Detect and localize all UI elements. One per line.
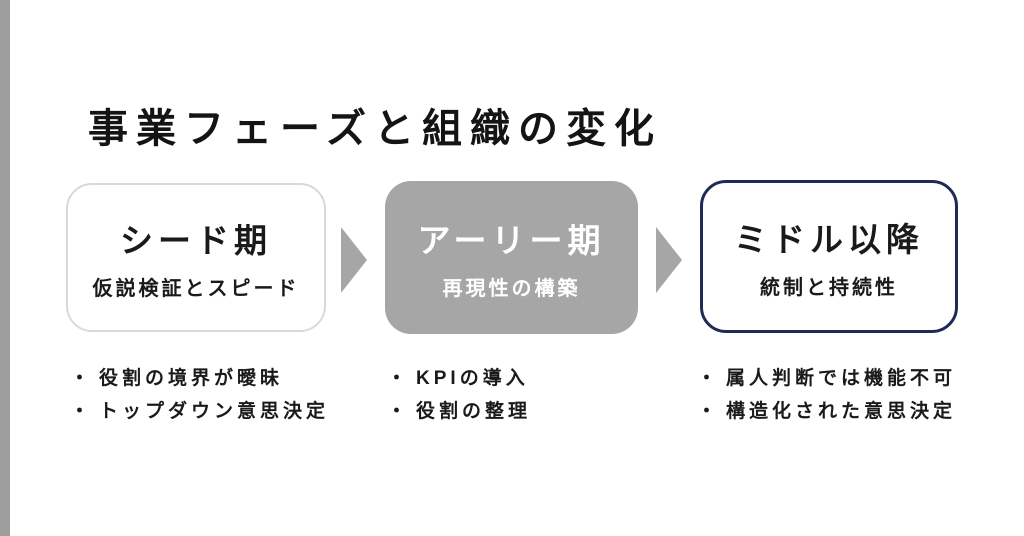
- phase-card-middle: ミドル以降 統制と持続性: [700, 180, 958, 333]
- phase-name: ミドル以降: [734, 221, 924, 258]
- phase-card-early: アーリー期 再現性の構築: [385, 181, 638, 334]
- bullet-marker: ・: [387, 401, 411, 422]
- bullet-list-seed: ・役割の境界が曖昧 ・トップダウン意思決定: [70, 362, 329, 428]
- bullet-marker: ・: [697, 368, 721, 389]
- bullet-list-early: ・KPIの導入 ・役割の整理: [387, 362, 531, 428]
- bullet-marker: ・: [387, 368, 411, 389]
- slide-title: 事業フェーズと組織の変化: [88, 107, 662, 151]
- list-item: ・KPIの導入: [387, 362, 531, 395]
- bullet-text: 構造化された意思決定: [726, 401, 957, 422]
- bullet-list-middle: ・属人判断では機能不可 ・構造化された意思決定: [697, 362, 956, 428]
- bullet-marker: ・: [70, 401, 94, 422]
- phase-card-seed: シード期 仮説検証とスピード: [66, 183, 326, 332]
- phase-name: アーリー期: [417, 222, 606, 259]
- list-item: ・トップダウン意思決定: [70, 395, 329, 428]
- bullet-text: KPIの導入: [416, 368, 529, 389]
- list-item: ・役割の整理: [387, 395, 531, 428]
- bullet-text: 属人判断では機能不可: [726, 368, 957, 389]
- right-arrow-icon: [656, 227, 682, 293]
- phase-subtitle: 再現性の構築: [442, 278, 581, 300]
- left-edge-bar: [0, 0, 10, 536]
- list-item: ・役割の境界が曖昧: [70, 362, 329, 395]
- bullet-text: 役割の境界が曖昧: [99, 368, 284, 389]
- bullet-text: 役割の整理: [416, 401, 532, 422]
- bullet-marker: ・: [697, 401, 721, 422]
- bullet-marker: ・: [70, 368, 94, 389]
- bullet-text: トップダウン意思決定: [99, 401, 330, 422]
- list-item: ・属人判断では機能不可: [697, 362, 956, 395]
- phase-subtitle: 仮説検証とスピード: [92, 278, 300, 300]
- list-item: ・構造化された意思決定: [697, 395, 956, 428]
- right-arrow-icon: [341, 227, 367, 293]
- phase-name: シード期: [120, 222, 272, 259]
- phase-subtitle: 統制と持続性: [760, 277, 898, 299]
